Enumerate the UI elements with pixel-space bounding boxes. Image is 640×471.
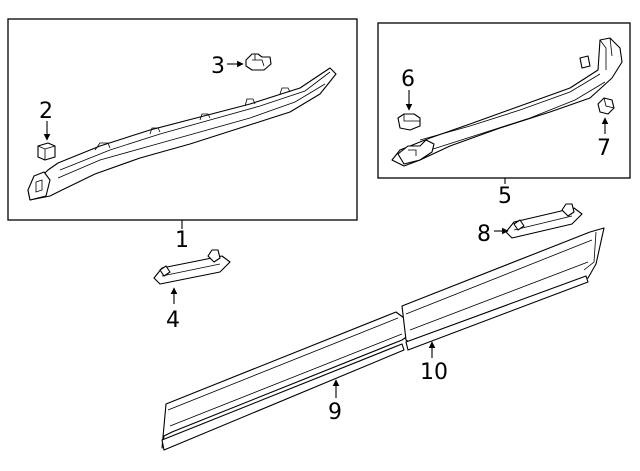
- callout-6: 6: [401, 67, 415, 92]
- callout-1: 1: [175, 228, 189, 253]
- callout-9: 9: [328, 400, 342, 425]
- clip-part-6: [397, 113, 421, 131]
- bracket-part-8: 8: [477, 203, 583, 247]
- callout-10: 10: [420, 360, 448, 385]
- callout-4: 4: [166, 308, 180, 333]
- callout-8: 8: [477, 222, 491, 247]
- rocker-molding-part: [27, 67, 337, 201]
- group-box-right: [377, 22, 631, 179]
- callout-5: 5: [498, 184, 512, 209]
- clip-part-7: [597, 97, 615, 115]
- clip-part-2: [37, 142, 56, 161]
- bracket-part-4: 4: [153, 249, 231, 333]
- molding-part-10: 10: [401, 227, 605, 385]
- rocker-panel-left-group: 2 3 1: [7, 18, 358, 253]
- clip-part-3: [245, 53, 272, 71]
- callout-3: 3: [211, 54, 225, 79]
- molding-part-9: 9: [161, 311, 409, 451]
- callout-7: 7: [597, 136, 611, 161]
- rocker-panel-right-group: 6 7 5: [377, 22, 631, 209]
- callout-2: 2: [39, 99, 53, 124]
- rocker-reinforcement-part: [391, 37, 623, 167]
